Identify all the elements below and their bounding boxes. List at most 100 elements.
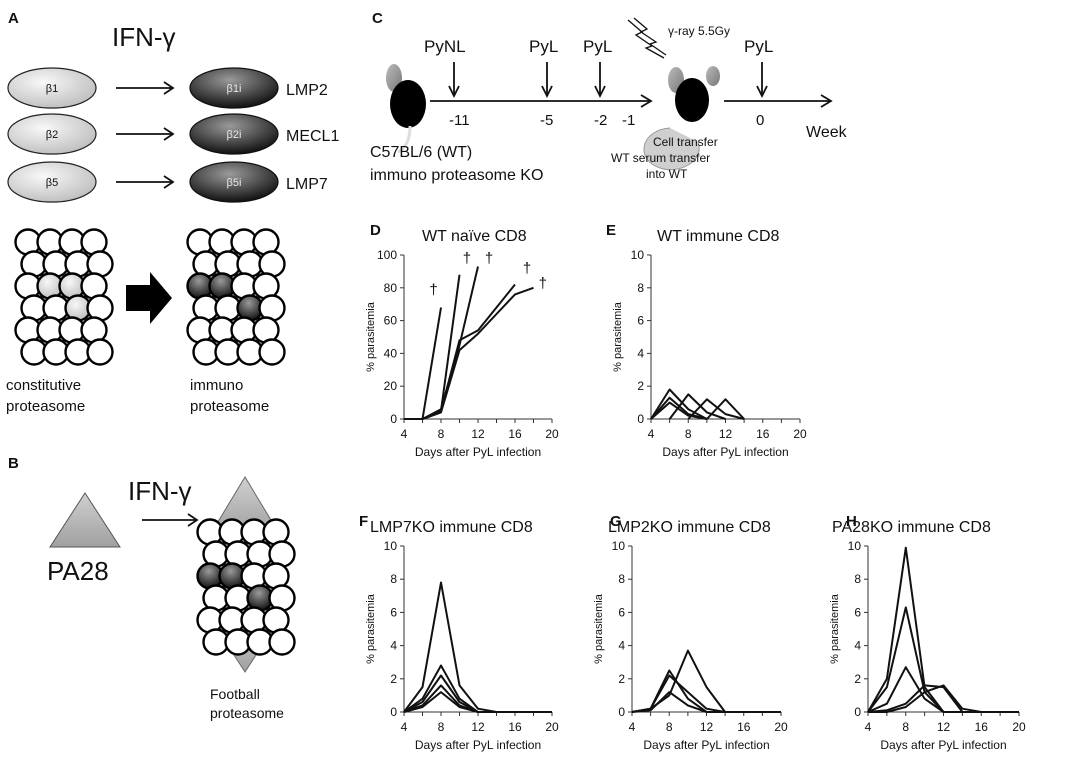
x-axis-label: Days after PyL infection [415,738,541,752]
pynl-infection-label: PyNL [424,37,466,56]
x-tick-label: 4 [648,427,655,441]
x-tick-label: 8 [438,720,445,734]
beta5i-subunit [189,161,279,203]
beta2-subunit [7,113,97,155]
x-tick-label: 20 [793,427,807,441]
transfer-line2: WT serum transfer [611,151,710,165]
series-line [868,684,1019,713]
y-axis-label: % parasitemia [593,593,605,664]
y-tick-label: 2 [854,672,861,686]
mouse-strain-line2: immuno proteasome KO [370,167,543,184]
transfer-line3: into WT [646,167,688,181]
beta1i-label: β1i [227,83,242,95]
arrow-icon [142,513,199,527]
lightning-icon [627,17,667,59]
x-tick-label: 4 [401,720,408,734]
subunit-circle [258,338,286,366]
ifn-gamma-label-a: IFN-γ [112,22,176,52]
y-tick-label: 2 [618,672,625,686]
death-dagger: † [463,250,471,267]
series-line [706,398,745,420]
y-tick-label: 10 [612,539,626,553]
down-arrow-icon [541,62,553,99]
down-arrow-icon [594,62,606,99]
y-tick-label: 10 [384,539,398,553]
y-tick-label: 0 [390,412,397,426]
football-caption-line1: Football [210,686,260,702]
chart-title: WT naïve CD8 [422,228,527,245]
beta5-label: β5 [46,177,58,189]
x-tick-label: 16 [975,720,989,734]
y-tick-label: 8 [618,572,625,586]
pa28-label: PA28 [47,556,109,586]
series-line [403,691,552,713]
y-tick-label: 100 [377,248,397,262]
chart-title: PA28KO immune CD8 [832,519,991,536]
constitutive-caption-line2: proteasome [6,398,85,415]
recipient-mouse-icon [643,66,720,171]
football-caption-line2: proteasome [210,705,284,721]
tick-minus-2: -2 [594,112,607,129]
death-dagger: † [429,281,437,298]
panel-letter-f: F [359,513,368,530]
x-tick-label: 4 [629,720,636,734]
timeline-axis [430,94,653,108]
panel-letter-d: D [370,222,381,239]
down-arrow-icon [756,62,768,99]
x-tick-label: 16 [508,720,522,734]
y-tick-label: 8 [390,572,397,586]
beta2-label: β2 [46,129,58,141]
chart-title: LMP2KO immune CD8 [608,519,771,536]
big-arrow-icon [126,272,172,324]
series-line [404,307,442,420]
y-tick-label: 6 [618,605,625,619]
x-tick-label: 20 [774,720,788,734]
panel-letter-c: C [372,10,383,27]
x-tick-label: 16 [508,427,522,441]
x-axis-label: Days after PyL infection [643,738,769,752]
x-tick-label: 8 [902,720,909,734]
beta5-subunit [7,161,97,203]
pyl-infection-label-2: PyL [583,37,612,56]
y-tick-label: 10 [631,248,645,262]
y-tick-label: 80 [384,281,398,295]
pa28-triangle-icon [49,492,121,548]
y-axis-label: % parasitemia [365,301,377,372]
x-axis-label: Days after PyL infection [662,445,788,459]
beta1-subunit [7,67,97,109]
y-tick-label: 4 [618,639,625,653]
x-axis-label: Days after PyL infection [415,445,541,459]
pyl-infection-label-1: PyL [529,37,558,56]
x-tick-label: 8 [438,427,445,441]
series-line [404,286,534,420]
x-tick-label: 4 [401,427,408,441]
pyl-infection-label-3: PyL [744,37,773,56]
y-tick-label: 4 [637,346,644,360]
series-line [650,401,708,420]
tick-minus-1: -1 [622,112,635,129]
subunit-circle [268,628,296,656]
series-line [687,398,745,420]
beta2i-label: β2i [227,129,242,141]
x-tick-label: 8 [685,427,692,441]
immuno-caption-line1: immuno [190,377,243,394]
tick-zero: 0 [756,112,764,129]
panel-b: B IFN-γ PA28 Football proteasome [8,455,296,721]
x-tick-label: 12 [937,720,951,734]
y-axis-label: % parasitemia [365,593,377,664]
x-tick-label: 12 [471,427,485,441]
arrow-icon [116,127,175,141]
lmp2-label: LMP2 [286,82,328,99]
tick-minus-11: -11 [449,112,470,129]
panel-letter-h: H [846,513,857,530]
y-axis-label: % parasitemia [829,593,841,664]
y-tick-label: 0 [390,705,397,719]
series-line [650,388,708,420]
chart-title: WT immune CD8 [657,228,779,245]
y-tick-label: 4 [390,639,397,653]
y-tick-label: 20 [384,379,398,393]
